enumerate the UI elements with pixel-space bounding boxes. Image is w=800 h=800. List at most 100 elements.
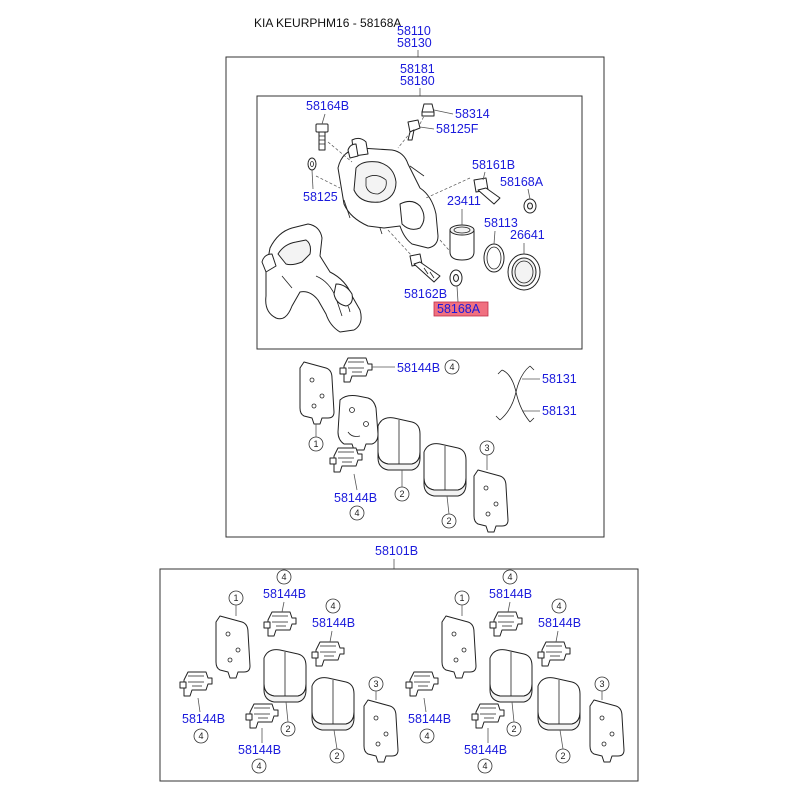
kit-right-leader-shim-left (423, 697, 427, 713)
boot-58168a-upper-drawing (523, 198, 537, 214)
kit-right-pad-1-drawing (441, 615, 477, 679)
spring-58131-drawing (495, 365, 535, 423)
label-58131-b: 58131 (542, 404, 577, 418)
label-58144b-lower-shim: 58144B (334, 491, 377, 505)
label-58161b: 58161B (472, 158, 515, 172)
kit-right-pad-2b-drawing (537, 677, 581, 731)
bolt-58164b-drawing (315, 123, 329, 151)
kit-right-pad-2a-drawing (489, 649, 533, 703)
kit-right-callout-number-4-mid: 4 (556, 601, 561, 611)
kit-left-shim-bottom-drawing (245, 703, 279, 729)
leader-callout-2-upper-box-b (446, 495, 450, 515)
piston-seal-58113-drawing (483, 243, 505, 273)
kit-right-pad-3-drawing (589, 699, 625, 763)
kit-right-label-shim-mid: 58144B (538, 616, 581, 630)
kit-right-shim-mid-drawing (537, 641, 571, 667)
kit-right-label-shim-left: 58144B (408, 712, 451, 726)
caliper-bracket-drawing (261, 223, 362, 333)
kit-right-callout-number-4-left: 4 (424, 731, 429, 741)
kit-left-pad-3-drawing (363, 699, 399, 763)
callout-circle-4-lower (349, 505, 365, 521)
label-58164b-upper: 58164B (306, 99, 349, 113)
kit-right-callout-circle-4-top (502, 569, 518, 585)
kit-left-shim-left-drawing (179, 671, 213, 697)
label-58168a-upper: 58168A (500, 175, 544, 189)
label-58125: 58125 (303, 190, 338, 204)
kit-left-callout-number-1: 1 (233, 593, 238, 603)
diagram-title: KIA KEURPHM16 - 58168A (254, 16, 401, 30)
kit-right-label-shim-top: 58144B (489, 587, 532, 601)
kit-right-callout-number-3: 3 (599, 679, 604, 689)
kit-left-callout-number-4-bottom: 4 (256, 761, 261, 771)
kit-left-group (179, 611, 399, 763)
pad-kit-box (159, 568, 639, 782)
piston-boot-26641-drawing (507, 253, 541, 291)
kit-left-callout-number-3: 3 (373, 679, 378, 689)
kit-left-pad-2b-drawing (311, 677, 355, 731)
kit-right-callout-circle-4-mid (551, 598, 567, 614)
shim-lower-drawing (329, 447, 363, 473)
kit-right-leader-shim-top (507, 601, 511, 613)
kit-right-label-shim-bottom: 58144B (464, 743, 507, 757)
kit-left-leader-shim-left (197, 697, 201, 713)
kit-right-shim-bottom-drawing (471, 703, 505, 729)
kit-right-callout-circle-4-bottom (477, 758, 493, 774)
label-assembly-58110: 58110 (397, 24, 431, 38)
label-58113: 58113 (484, 216, 518, 230)
kit-right-callout-number-2a: 2 (511, 724, 516, 734)
kit-right-callout-number-4-top: 4 (507, 572, 512, 582)
leader-58125 (311, 169, 314, 190)
kit-left-leader-shim-mid (329, 630, 333, 643)
kit-left-label-shim-bottom: 58144B (238, 743, 281, 757)
kit-right-leader-2b (559, 729, 564, 750)
piston-23411-drawing (449, 224, 475, 261)
kit-left-shim-mid-drawing (311, 641, 345, 667)
kit-right-callout-circle-4-left (419, 728, 435, 744)
kit-right-callout-number-1: 1 (459, 593, 464, 603)
bolt-58162b-drawing (409, 253, 441, 283)
leader-58168a-upper (527, 188, 531, 200)
callout-circle-4-upper (444, 359, 460, 375)
kit-right-shim-left-drawing (405, 671, 439, 697)
leader-58168a-lower (456, 285, 459, 303)
kit-left-callout-number-4-mid: 4 (330, 601, 335, 611)
kit-left-leader-shim-top (281, 601, 285, 613)
callout-number-4-upper: 4 (449, 362, 454, 372)
leader-58164b-upper (321, 113, 326, 125)
pad-backing-upper-box-drawing (337, 395, 379, 451)
label-caliper-58181: 58181 (400, 62, 435, 76)
kit-left-callout-number-4-left: 4 (198, 731, 203, 741)
kit-left-leader-2b (333, 729, 338, 750)
leader-58113 (493, 230, 496, 245)
kit-left-label-shim-mid: 58144B (312, 616, 355, 630)
caliper-housing-box (256, 95, 583, 350)
label-58125f: 58125F (436, 122, 479, 136)
kit-left-callout-number-2a: 2 (285, 724, 290, 734)
leader-58125f (419, 126, 435, 130)
kit-right-leader-2a (511, 701, 515, 723)
label-58162b: 58162B (404, 287, 447, 301)
leader-58314 (433, 109, 454, 115)
label-assembly-58130: 58130 (397, 36, 432, 50)
kit-left-callout-circle-4-top (276, 569, 292, 585)
callout-number-2-upper-box-a: 2 (399, 489, 404, 499)
pad-3-upper-box-drawing (473, 469, 509, 533)
kit-left-pad-2a-drawing (263, 649, 307, 703)
callout-number-4-lower: 4 (354, 508, 359, 518)
kit-left-callout-number-2b: 2 (334, 751, 339, 761)
label-58131-a: 58131 (542, 372, 577, 386)
kit-left-callout-number-4-top: 4 (281, 572, 286, 582)
label-caliper-58180: 58180 (400, 74, 435, 88)
label-23411: 23411 (447, 194, 481, 208)
pad-1-upper-box-drawing (299, 361, 335, 425)
label-58314: 58314 (455, 107, 490, 121)
callout-number-2-upper-box-b: 2 (446, 516, 451, 526)
callout-number-3-upper-box: 3 (484, 443, 489, 453)
pad-2-upper-box-b-drawing (423, 443, 467, 497)
washer-58125-drawing (307, 157, 317, 171)
kit-left-label-shim-left: 58144B (182, 712, 225, 726)
caliper-body-drawing (337, 137, 439, 249)
label-58168a-lower-highlighted: 58168A (437, 302, 481, 316)
kit-left-label-shim-top: 58144B (263, 587, 306, 601)
